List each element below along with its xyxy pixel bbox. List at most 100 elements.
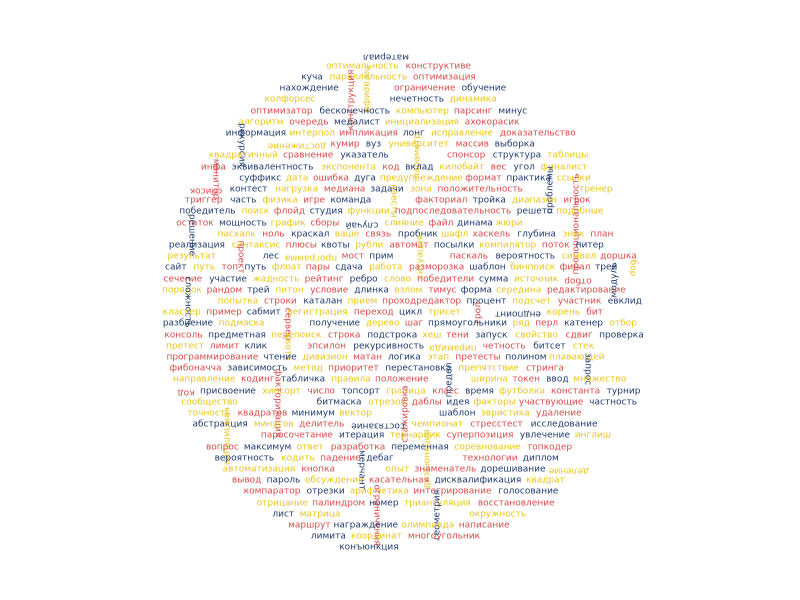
word-57: дуга <box>354 173 376 184</box>
word-288: увлечение <box>519 430 570 441</box>
word-327: лист <box>272 509 295 520</box>
word-167: редактирование <box>546 285 626 296</box>
word-324: номер <box>369 498 399 509</box>
word-176: участник <box>557 296 602 307</box>
word-23: ахокорасик <box>464 117 520 128</box>
word-232: метод <box>293 363 323 374</box>
word-75: команда <box>330 195 372 206</box>
word-247: множество <box>573 374 627 385</box>
word-291: максимум <box>243 442 292 453</box>
word-269: квадратов <box>237 408 288 419</box>
word-60: практика <box>506 173 551 184</box>
word-303: диплом <box>522 453 559 464</box>
word-43: таблицы <box>547 150 589 161</box>
word-271: вектор <box>339 408 373 419</box>
word-233: приоритет <box>328 363 379 374</box>
word-189: разбиение <box>162 318 214 329</box>
word-297: вероятность <box>214 453 275 464</box>
word-333: награждение <box>333 520 399 531</box>
word-130: символ <box>561 251 596 262</box>
word-93: случай <box>345 219 379 230</box>
word-181: регистрация <box>287 307 348 318</box>
word-187: корень <box>546 307 581 318</box>
word-171: каталан <box>303 296 343 307</box>
word-229: плавающей <box>549 352 605 363</box>
word-0: материал <box>363 51 410 62</box>
word-286: тернарник <box>389 430 441 441</box>
word-111: реализация <box>168 240 225 251</box>
word-22: инициализация <box>384 117 459 128</box>
word-278: делитель <box>299 419 345 430</box>
word-257: константа <box>550 386 601 397</box>
word-128: паскаль <box>449 251 489 262</box>
word-338: многоугольник <box>407 531 481 542</box>
word-184: трисет <box>428 307 461 318</box>
word-129: вероятность <box>495 251 556 262</box>
word-33: вуз <box>365 139 382 150</box>
word-115: рубли <box>355 240 384 251</box>
word-133: путь <box>193 262 216 273</box>
word-215: эпсилон <box>307 341 347 352</box>
word-161: условие <box>310 285 349 296</box>
word-285: итерация <box>339 430 385 441</box>
word-118: компилятор <box>479 240 537 251</box>
word-13: динамика <box>449 94 497 105</box>
word-222: чтение <box>263 352 297 363</box>
word-27: лонг <box>402 128 425 139</box>
word-163: взлом <box>394 285 423 296</box>
word-144: трей <box>595 262 618 273</box>
word-227: претесты <box>455 352 501 363</box>
word-223: дивизион <box>302 352 348 363</box>
word-8: ограничение <box>394 83 456 94</box>
word-94: слияние <box>384 218 424 229</box>
word-305: кнопка <box>301 464 336 475</box>
word-88: подобные <box>556 206 604 217</box>
word-256: футболка <box>498 386 545 397</box>
word-51: угол <box>513 162 535 173</box>
word-14: оптимизатор <box>250 106 313 117</box>
word-110: план <box>590 229 614 240</box>
word-158: рандом <box>206 285 243 296</box>
word-66: задачи <box>370 184 404 195</box>
word-54: суффикс <box>239 173 282 184</box>
word-263: даблы <box>411 397 442 408</box>
word-211: претест <box>165 341 205 352</box>
word-175: подсчет <box>512 296 551 307</box>
word-275: удаление <box>536 408 582 419</box>
word-34: университет <box>388 139 449 150</box>
word-231: зависимость <box>227 363 288 374</box>
word-212: лимит <box>209 341 240 352</box>
word-173: проходредактор <box>382 296 462 307</box>
word-107: хаскель <box>472 229 511 240</box>
word-119: поток <box>541 240 570 251</box>
word-102: краскал <box>291 229 330 240</box>
word-165: форма <box>460 285 492 296</box>
word-56: ошибка <box>312 173 350 184</box>
word-10: колфорсес <box>264 94 316 105</box>
word-192: получение <box>309 318 361 329</box>
word-28: исправление <box>430 128 493 139</box>
word-160: питон <box>275 285 304 296</box>
word-220: стек <box>572 341 595 352</box>
word-91: график <box>270 218 306 229</box>
word-79: диапазон <box>511 195 558 206</box>
word-31: достижение <box>267 140 327 151</box>
word-234: перестановка <box>385 363 452 374</box>
word-49: килобайт <box>439 162 485 173</box>
word-90: мощность <box>219 218 267 229</box>
word-103: ваше <box>334 229 360 240</box>
word-319: арифметика <box>349 486 409 497</box>
word-18: минус <box>498 106 528 117</box>
word-45: эквивалентность <box>231 162 314 173</box>
word-6: нахождение <box>279 83 339 94</box>
word-249: присвоение <box>199 386 256 397</box>
word-323: палиндром <box>312 498 366 509</box>
word-70: тренер <box>578 184 613 195</box>
word-321: голосование <box>498 486 559 497</box>
word-55: дата <box>285 173 309 184</box>
word-132: сайт <box>165 262 187 273</box>
word-195: прямоугольники <box>428 318 508 329</box>
word-169: попытка <box>217 296 259 307</box>
word-276: абстракция <box>192 419 248 430</box>
word-50: вес <box>490 162 507 173</box>
